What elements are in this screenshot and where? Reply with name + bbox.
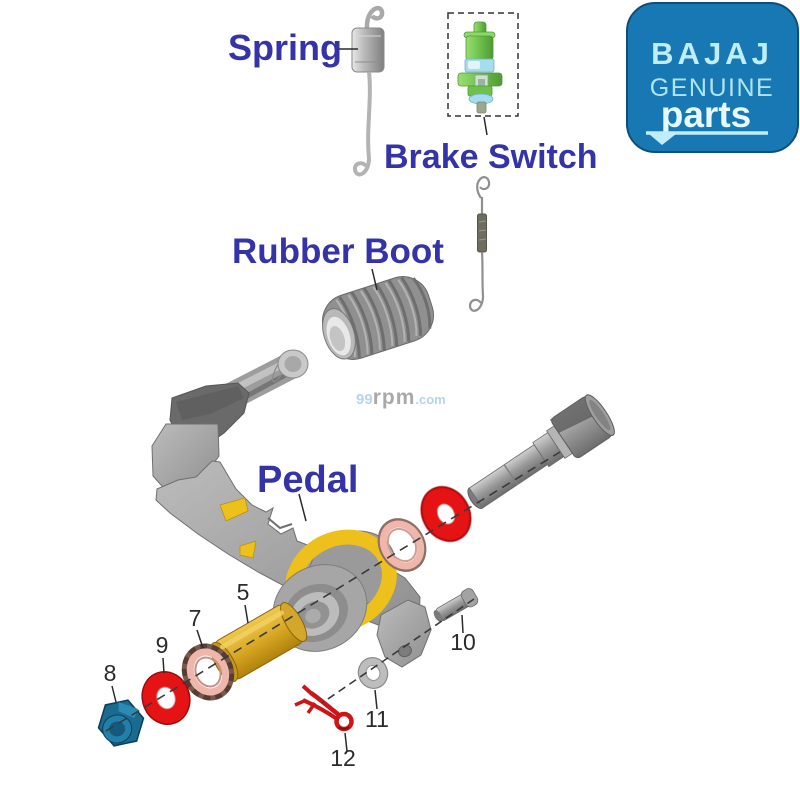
watermark: 99rpm.com — [356, 386, 446, 409]
pivot-bolt-part — [467, 394, 615, 509]
part-number-12: 12 — [330, 745, 356, 771]
rubber-boot-part — [322, 276, 434, 360]
pedal-lower-arm — [376, 599, 432, 668]
rubber-boot-pointer-line — [371, 268, 378, 291]
copper-seal-large — [377, 518, 427, 572]
rod-spring-part — [468, 176, 491, 312]
watermark-com: .com — [415, 392, 445, 407]
pedal-label: Pedal — [257, 459, 358, 501]
pedal-yellow-wedge-2 — [239, 540, 257, 559]
pedal-yellow-wedge-1 — [219, 497, 249, 522]
part-number-8: 8 — [104, 660, 117, 686]
part-number-5: 5 — [237, 579, 250, 605]
logo-genuine-text: GENUINE — [650, 74, 774, 102]
part7-pointer-line — [196, 629, 204, 649]
spring-part — [351, 5, 385, 177]
part8-pointer-line — [111, 685, 117, 703]
red-washer-large — [420, 485, 472, 543]
rubber-boot-label: Rubber Boot — [232, 232, 444, 271]
part-number-10: 10 — [450, 629, 476, 655]
part9-pointer-line — [162, 657, 165, 674]
pedal-part — [151, 349, 432, 668]
part5-pointer-line — [244, 604, 249, 624]
logo-arrow-icon — [649, 134, 676, 145]
part-number-9: 9 — [156, 632, 169, 658]
logo-parts-text: parts — [661, 94, 751, 135]
watermark-99: 99 — [356, 391, 373, 408]
spring-label: Spring — [228, 27, 342, 68]
washer-part-11 — [357, 657, 389, 689]
cotter-pin-part-12 — [294, 684, 354, 732]
watermark-rpm: rpm — [373, 386, 416, 409]
bajaj-logo: BAJAJ GENUINE parts — [626, 2, 799, 153]
part10-pointer-line — [461, 614, 464, 634]
washer-part-9 — [141, 671, 191, 725]
pin-part-10 — [433, 588, 479, 622]
brake-switch-label: Brake Switch — [384, 138, 598, 176]
brake-switch-box — [447, 12, 519, 117]
part-number-7: 7 — [189, 605, 202, 631]
part-number-11: 11 — [365, 706, 389, 732]
brake-switch-pointer-line — [483, 116, 488, 136]
pin-axis-dashed-line — [321, 598, 475, 704]
logo-brand-text: BAJAJ — [651, 36, 773, 71]
brake-switch-part — [447, 12, 519, 117]
pedal-pointer-line — [298, 493, 307, 522]
part12-pointer-line — [344, 732, 348, 752]
nut-part-8 — [97, 699, 145, 747]
part11-pointer-line — [374, 689, 378, 710]
